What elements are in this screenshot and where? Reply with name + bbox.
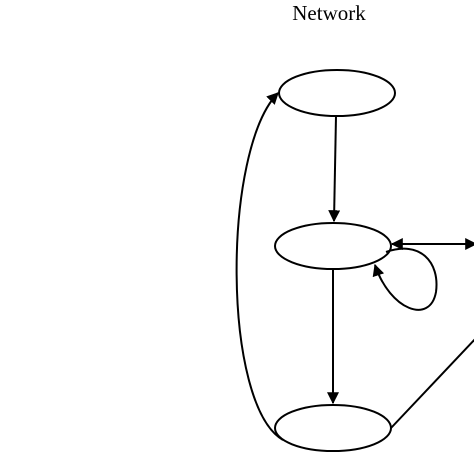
node-middle xyxy=(274,222,392,270)
node-bottom xyxy=(274,404,392,452)
edge-middle-self-loop xyxy=(372,247,438,311)
edge-bottom-to-offscreen xyxy=(390,338,474,429)
edge-top-to-middle xyxy=(328,115,341,223)
node-top xyxy=(278,69,396,117)
edge-bottom-to-top xyxy=(235,92,284,441)
